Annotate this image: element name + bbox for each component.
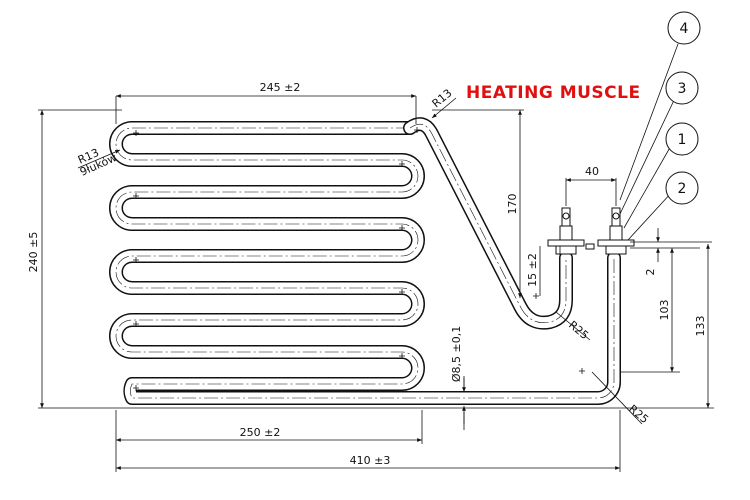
dim-flange-gap: 2 [644, 269, 657, 276]
dim-bottom-width: 250 ±2 [240, 426, 281, 439]
balloon-2-label: 2 [678, 181, 687, 197]
dim-radius-top-right: R13 [430, 86, 455, 110]
dim-top-width: 245 ±2 [260, 81, 301, 94]
balloon-leaders [619, 43, 679, 241]
tube-serpentine [109, 117, 621, 405]
balloon-2: 2 [665, 171, 699, 205]
balloon-4: 4 [667, 11, 701, 45]
dim-overall-height: 240 ±5 [27, 232, 40, 273]
dim-tube-diameter: Ø8,5 ±0,1 [450, 326, 463, 382]
dim-radius-corner: R25 [626, 402, 651, 426]
dim-diag-height: 170 [506, 194, 519, 215]
balloon-3-label: 3 [678, 81, 687, 97]
dim-overall-width: 410 ±3 [350, 454, 391, 467]
dimension-lines [38, 94, 714, 472]
balloon-1: 1 [665, 122, 699, 156]
balloon-4-label: 4 [680, 21, 689, 37]
flange-spacer [585, 243, 595, 250]
dim-terminal-spacing: 40 [585, 165, 599, 178]
balloon-3: 3 [665, 71, 699, 105]
balloon-1-label: 1 [678, 132, 687, 148]
terminal-right [597, 207, 635, 255]
dim-radius-bend: R25 [566, 318, 591, 342]
bend-center-marks [133, 127, 585, 391]
dim-outer-height: 133 [694, 316, 707, 337]
dim-terminal-offset: 15 ±2 [526, 253, 539, 287]
drawing-title: HEATING MUSCLE [466, 83, 641, 103]
terminal-left [547, 207, 585, 255]
dim-inner-height: 103 [658, 300, 671, 321]
